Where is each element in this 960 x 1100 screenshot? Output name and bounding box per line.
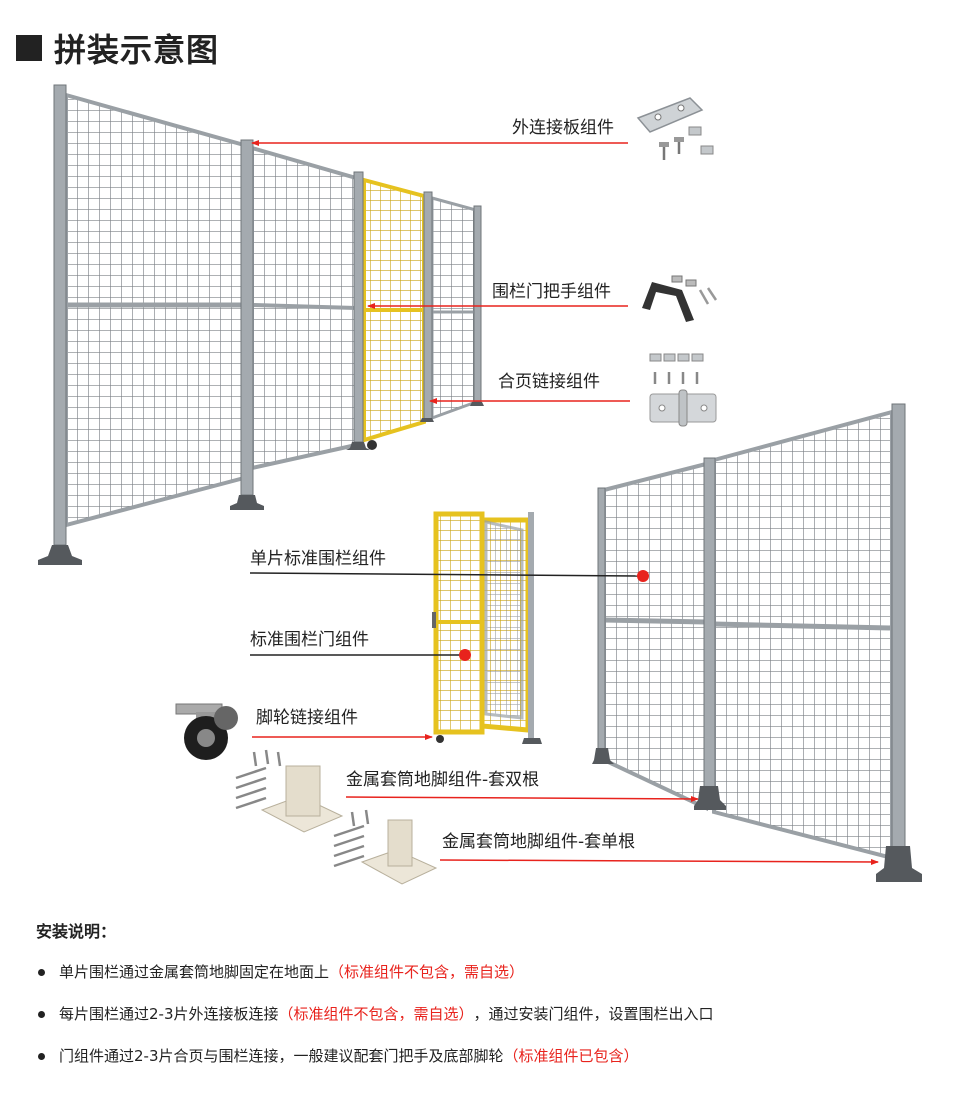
foot-double-thumbnail xyxy=(235,749,344,833)
hinge-thumbnail xyxy=(649,353,717,427)
bullet-dot-icon xyxy=(38,1052,45,1060)
label-foot-single: 金属套筒地脚组件-套单根 xyxy=(442,832,636,852)
page-title: 拼装示意图 xyxy=(54,31,220,69)
label-outer-plate: 外连接板组件 xyxy=(512,118,614,138)
callout-lines xyxy=(249,140,879,865)
door-assembly-marker xyxy=(459,649,471,661)
bullet-dot-icon xyxy=(38,968,45,976)
label-door-assembly: 标准围栏门组件 xyxy=(250,630,369,650)
header-square-icon xyxy=(16,35,42,61)
label-hinge: 合页链接组件 xyxy=(498,372,600,392)
section-header: 拼装示意图 xyxy=(16,28,220,69)
front-fence-panels xyxy=(592,403,922,882)
callout-foot-double xyxy=(345,795,699,802)
note-item: 单片围栏通过金属套筒地脚固定在地面上 （标准组件不包含，需自选） xyxy=(36,962,936,982)
note-highlight: （标准组件不包含，需自选） xyxy=(278,1005,474,1023)
single-panel-marker xyxy=(637,570,649,582)
back-fence-line xyxy=(38,84,484,565)
note-highlight: （标准组件已包含） xyxy=(503,1047,639,1065)
notes-title: 安装说明： xyxy=(36,922,117,941)
label-door-handle: 围栏门把手组件 xyxy=(492,282,611,302)
notes-list: 单片围栏通过金属套筒地脚固定在地面上 （标准组件不包含，需自选） 每片围栏通过2… xyxy=(36,962,936,1066)
assembly-diagram xyxy=(38,84,922,885)
label-foot-double: 金属套筒地脚组件-套双根 xyxy=(346,770,540,790)
door-handle-thumbnail xyxy=(642,275,718,322)
installation-notes: 安装说明： 单片围栏通过金属套筒地脚固定在地面上 （标准组件不包含，需自选） 每… xyxy=(36,918,936,1088)
callout-foot-single xyxy=(439,858,879,865)
note-text: 门组件通过2-3片合页与围栏连接，一般建议配套门把手及底部脚轮 xyxy=(59,1047,504,1065)
note-tail: ，通过安装门组件，设置围栏出入口 xyxy=(473,1005,714,1023)
label-caster: 脚轮链接组件 xyxy=(256,708,358,728)
note-text: 每片围栏通过2-3片外连接板连接 xyxy=(59,1005,279,1023)
callout-single-panel xyxy=(249,572,641,577)
door-assembly-illustration xyxy=(432,511,542,744)
note-item: 每片围栏通过2-3片外连接板连接 （标准组件不包含，需自选） ，通过安装门组件，… xyxy=(36,1004,936,1024)
caster-thumbnail xyxy=(175,703,238,760)
label-single-panel: 单片标准围栏组件 xyxy=(250,549,386,569)
note-highlight: （标准组件不包含，需自选） xyxy=(329,963,525,981)
note-text: 单片围栏通过金属套筒地脚固定在地面上 xyxy=(59,963,330,981)
outer-plate-thumbnail xyxy=(636,97,714,160)
note-item: 门组件通过2-3片合页与围栏连接，一般建议配套门把手及底部脚轮 （标准组件已包含… xyxy=(36,1046,936,1066)
foot-single-thumbnail xyxy=(333,809,438,885)
bullet-dot-icon xyxy=(38,1010,45,1018)
